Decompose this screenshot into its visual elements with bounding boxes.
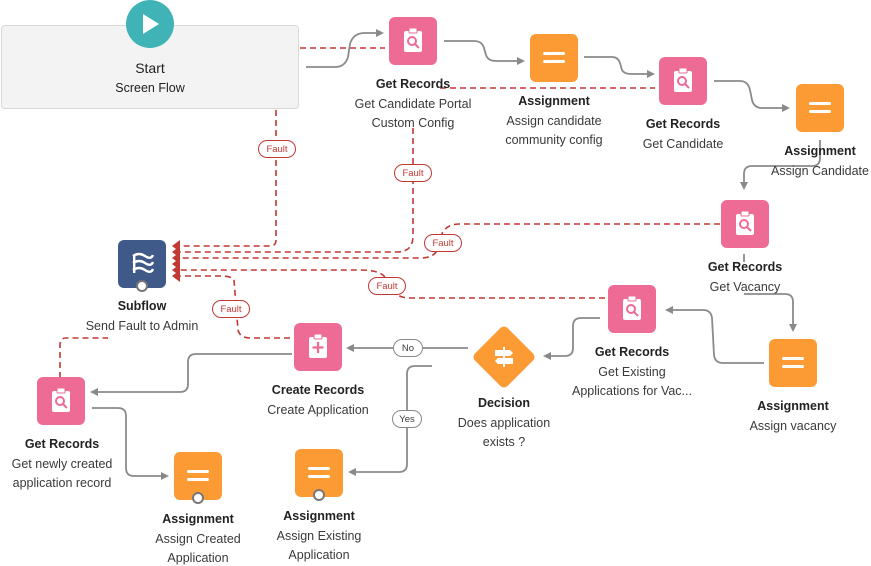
fault-connector-get-new-app xyxy=(59,337,108,378)
node-line: Assign Created xyxy=(155,531,241,546)
connector-create-to-get-new xyxy=(90,353,292,396)
node-line: Does application xyxy=(457,415,551,430)
node-line: Assign vacancy xyxy=(749,418,837,433)
node-type: Get Records xyxy=(594,345,670,359)
connector-handle[interactable] xyxy=(192,492,204,504)
get-vacancy-label: Get Records Get Vacancy xyxy=(665,258,825,297)
node-line: application record xyxy=(12,476,112,490)
node-type: Assignment xyxy=(283,509,355,523)
fault-badge[interactable]: Fault xyxy=(368,277,406,295)
node-type: Subflow xyxy=(117,299,167,313)
fault-badge[interactable]: Fault xyxy=(258,140,296,158)
get-records-icon[interactable] xyxy=(608,285,656,333)
start-subtitle: Screen Flow xyxy=(115,80,185,95)
connector-vacancy-to-assign xyxy=(743,254,793,330)
connector-config-to-assign xyxy=(444,40,525,65)
create-records-icon[interactable] xyxy=(294,323,342,371)
assignment-icon[interactable] xyxy=(796,84,844,132)
node-line: Applications for Vac... xyxy=(572,384,692,398)
node-type: Assignment xyxy=(162,512,234,526)
node-line: community config xyxy=(505,133,603,147)
get-records-icon[interactable] xyxy=(389,17,437,65)
yes-branch-badge[interactable]: Yes xyxy=(392,410,422,428)
node-line: Send Fault to Admin xyxy=(85,318,199,333)
get-records-icon[interactable] xyxy=(659,57,707,105)
node-type: Create Records xyxy=(271,383,365,397)
get-config-label: Get Records Get Candidate Portal Custom … xyxy=(333,75,493,134)
node-type: Assignment xyxy=(757,399,829,413)
start-label: Start Screen Flow xyxy=(70,59,230,98)
node-type: Get Records xyxy=(24,437,100,451)
node-type: Get Records xyxy=(375,77,451,91)
node-line: Create Application xyxy=(267,402,369,417)
subflow-label: Subflow Send Fault to Admin xyxy=(72,297,212,336)
assignment-icon[interactable] xyxy=(530,34,578,82)
node-line: Get Candidate xyxy=(642,136,724,151)
connector-assign-to-get-candidate xyxy=(584,56,655,78)
play-icon[interactable] xyxy=(126,0,174,48)
connector-handle[interactable] xyxy=(136,280,148,292)
node-line: Application xyxy=(167,551,229,565)
assign-created-label: Assignment Assign Created Application xyxy=(128,510,268,566)
fault-badge[interactable]: Fault xyxy=(212,300,250,318)
decision-label: Decision Does application exists ? xyxy=(424,394,584,453)
assign-vacancy-label: Assignment Assign vacancy xyxy=(723,397,863,436)
get-existing-label: Get Records Get Existing Applications fo… xyxy=(552,343,712,402)
fault-badge[interactable]: Fault xyxy=(424,234,462,252)
connector-assign-to-get-vacancy xyxy=(740,140,821,190)
get-records-icon[interactable] xyxy=(37,377,85,425)
connector-get-new-to-assign xyxy=(92,407,169,480)
get-records-icon[interactable] xyxy=(721,200,769,248)
get-new-app-label: Get Records Get newly created applicatio… xyxy=(0,435,142,494)
node-line: Assign candidate xyxy=(506,113,602,128)
node-type: Get Records xyxy=(645,117,721,131)
connector-candidate-to-assign xyxy=(714,80,790,112)
assign-candidate-label: Assignment Assign Candidate xyxy=(750,142,871,181)
no-branch-badge[interactable]: No xyxy=(393,339,423,357)
assign-existing-label: Assignment Assign Existing Application xyxy=(249,507,389,566)
fault-arrowheads xyxy=(172,240,180,282)
node-line: Get Candidate Portal xyxy=(354,96,472,111)
node-line: exists ? xyxy=(482,435,526,449)
node-line: Custom Config xyxy=(371,116,455,130)
node-line: Get Vacancy xyxy=(709,279,781,294)
connector-handle[interactable] xyxy=(313,489,325,501)
node-type: Get Records xyxy=(707,260,783,274)
node-type: Assignment xyxy=(518,94,590,108)
node-type: Decision xyxy=(477,396,531,410)
create-application-label: Create Records Create Application xyxy=(238,381,398,420)
node-line: Assign Candidate xyxy=(771,163,869,178)
node-line: Get Existing xyxy=(598,364,666,379)
connector-existing-to-decision xyxy=(543,317,600,360)
assign-community-label: Assignment Assign candidate community co… xyxy=(474,92,634,151)
start-title: Start xyxy=(135,60,165,76)
fault-connector-start xyxy=(180,110,277,247)
connector-assign-vacancy-to-existing xyxy=(665,306,764,364)
fault-connector-portal-config xyxy=(180,128,414,253)
node-line: Get newly created xyxy=(11,456,113,471)
assignment-icon[interactable] xyxy=(769,339,817,387)
node-line: Application xyxy=(288,548,350,562)
node-type: Assignment xyxy=(784,144,856,158)
fault-badge[interactable]: Fault xyxy=(394,164,432,182)
connector-start-to-get-config xyxy=(306,29,384,68)
node-line: Assign Existing xyxy=(276,528,362,543)
get-candidate-label: Get Records Get Candidate xyxy=(603,115,763,154)
